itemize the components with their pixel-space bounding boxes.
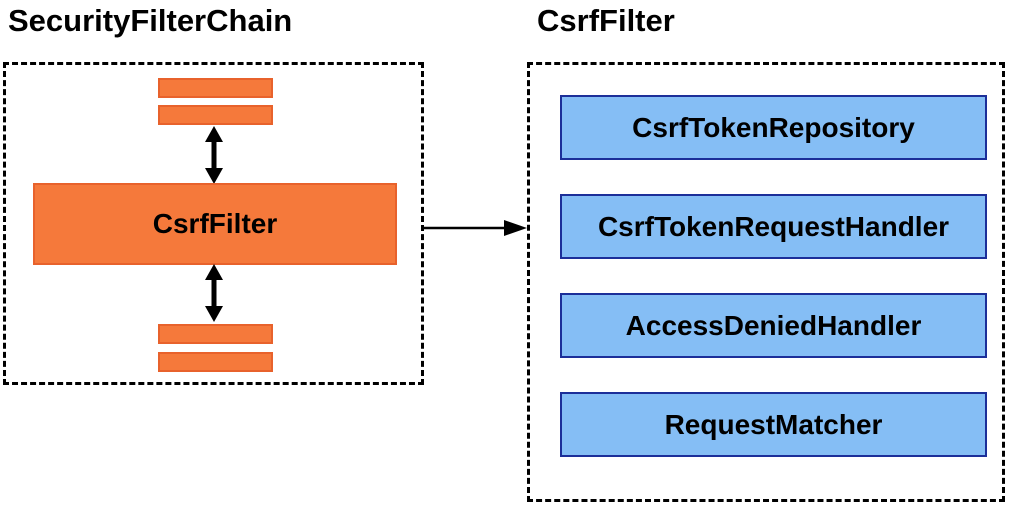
security-filter-chain-container xyxy=(3,62,424,385)
csrf-token-request-handler-label: CsrfTokenRequestHandler xyxy=(597,210,950,242)
filter-bar-top-1 xyxy=(158,78,273,98)
request-matcher-label: RequestMatcher xyxy=(664,408,883,440)
csrf-filter-box-label: CsrfFilter xyxy=(152,208,278,239)
up-down-arrow-icon-bottom xyxy=(205,264,223,322)
csrf-token-repository-label: CsrfTokenRepository xyxy=(632,111,915,143)
filter-bar-bottom-1 xyxy=(158,324,273,344)
csrf-filter-title: CsrfFilter xyxy=(537,3,675,38)
csrf-token-request-handler-box: CsrfTokenRequestHandler xyxy=(539,194,987,276)
access-denied-handler-label: AccessDeniedHandler xyxy=(625,309,922,341)
filter-bar-bottom-2 xyxy=(158,352,273,372)
up-down-arrow-icon-top xyxy=(205,126,223,184)
right-arrow-icon xyxy=(424,220,527,236)
csrf-filter-container xyxy=(527,62,1005,502)
csrf-token-repository-box: CsrfTokenRepository xyxy=(539,95,987,177)
security-filter-chain-title: SecurityFilterChain xyxy=(8,3,293,38)
access-denied-handler-box: AccessDeniedHandler xyxy=(539,293,987,375)
csrf-filter-box: CsrfFilter xyxy=(12,183,397,282)
request-matcher-box: RequestMatcher xyxy=(539,392,987,474)
filter-bar-top-2 xyxy=(158,105,273,125)
